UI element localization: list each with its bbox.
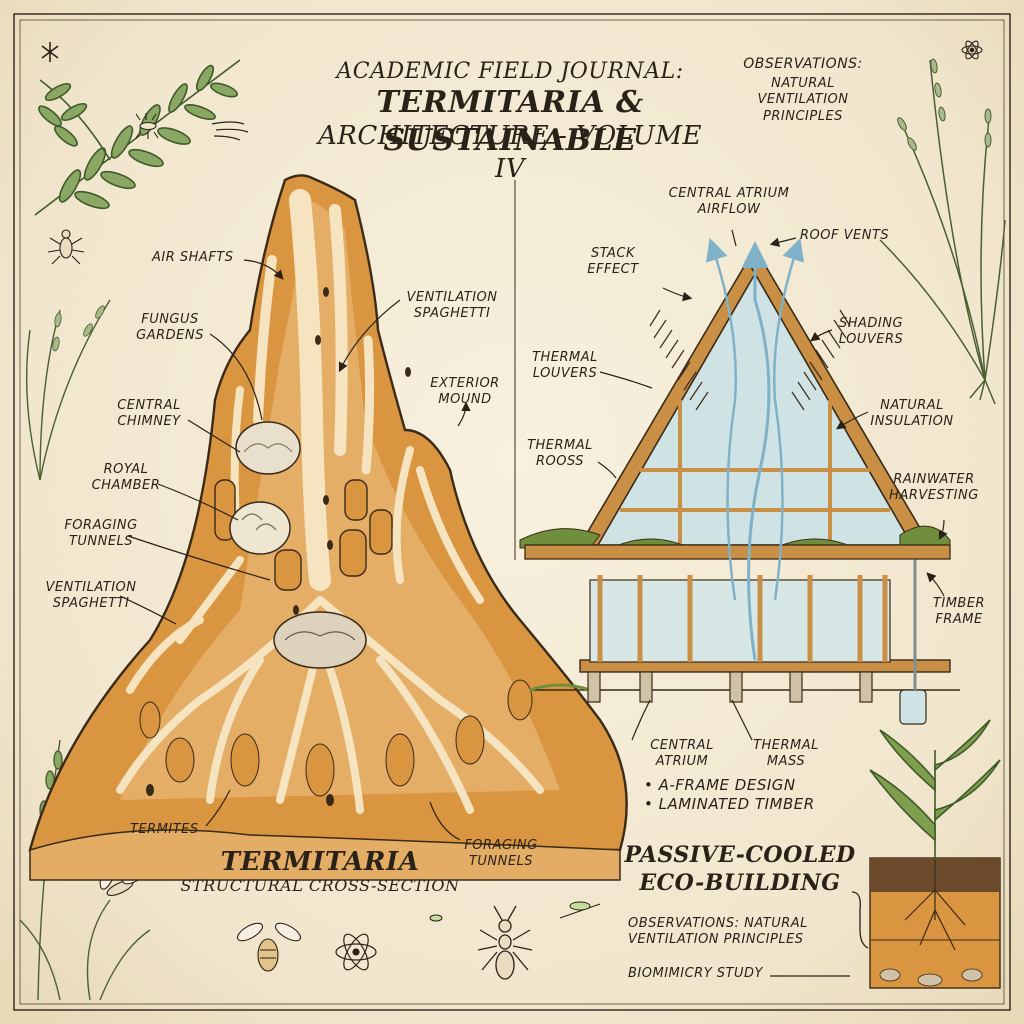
label-termites: Termites [130,822,199,837]
label-natural-insulation: Natural Insulation [870,398,954,430]
building-title: Passive-Cooled Eco-Building [624,842,856,896]
atom-icon [961,40,983,60]
ant-icon [47,229,85,265]
leader-lines [119,229,948,977]
header-line-1: Academic Field Journal: [336,59,684,84]
grass-plant-icon [879,59,1006,405]
corn-plant-icon [869,719,1001,860]
label-central-chimney: Central Chimney [117,398,181,430]
label-rainwater-harvesting: Rainwater Harvesting [889,472,979,504]
bullet-list: • A-Frame Design • Laminated Timber [644,776,844,814]
label-thermal-mass: Thermal Mass [753,738,819,770]
label-fungus-gardens: Fungus Gardens [136,312,204,344]
header-line-2: Termitaria & Sustainable [376,85,644,158]
royal-chamber [229,501,291,555]
label-roof-vents: Roof Vents [800,228,890,243]
termite-icon [135,113,159,139]
page-border [13,13,1011,1011]
mound-title: Termitaria [220,847,420,877]
label-exterior-mound: Exterior Mound [430,376,500,408]
fern-plant-icon [34,59,241,216]
label-central-atrium-airflow: Central Atrium Airflow [668,186,790,218]
label-thermal-louvers: Thermal Louvers [532,350,598,382]
label-royal-chamber: Royal Chamber [91,462,161,494]
bullet-item: • A-Frame Design [644,776,796,794]
mound-subtitle: Structural Cross-Section [180,876,460,895]
grass-seeds [897,58,992,151]
ant-icon-bottom [477,905,533,980]
label-central-atrium: Central Atrium [650,738,714,770]
atom-icon-bottom [335,933,377,971]
bee-icon [236,922,302,972]
soil-profile [869,857,1001,989]
page-border-inner [19,19,1005,1005]
observations-bottom: Observations: Natural Ventilation Princi… [628,916,808,948]
label-thermal-rooss: Thermal Rooss [527,438,593,470]
termite-mound-cross-section [28,174,628,881]
bracket [851,891,869,949]
label-air-shafts: Air Shafts [152,250,234,265]
observations-top-subtitle: Natural Ventilation Principles [757,76,849,124]
label-ventilation-spaghetti-top: Ventilation Spaghetti [406,290,498,322]
header-line-3: Architecture - Volume IV [317,121,703,184]
label-ventilation-spaghetti-left: Ventilation Spaghetti [45,580,137,612]
label-stack-effect: Stack Effect [587,246,639,278]
eco-building-section [519,237,960,725]
dragonfly-icon [429,901,601,922]
label-shading-louvers: Shading Louvers [838,316,904,348]
bullet-item: • Laminated Timber [644,794,815,813]
biomimicry-label: Biomimicry Study [628,966,763,981]
reed-plant-icon [25,299,111,481]
central-nest [273,611,367,669]
wind-icon [211,121,249,141]
label-foraging-tunnels-bottom: Foraging Tunnels [464,838,538,870]
label-foraging-tunnels-left: Foraging Tunnels [64,518,138,550]
label-timber-frame: Timber Frame [932,596,986,628]
rune-icon [41,42,59,62]
observations-top-title: Observations: [743,56,863,72]
